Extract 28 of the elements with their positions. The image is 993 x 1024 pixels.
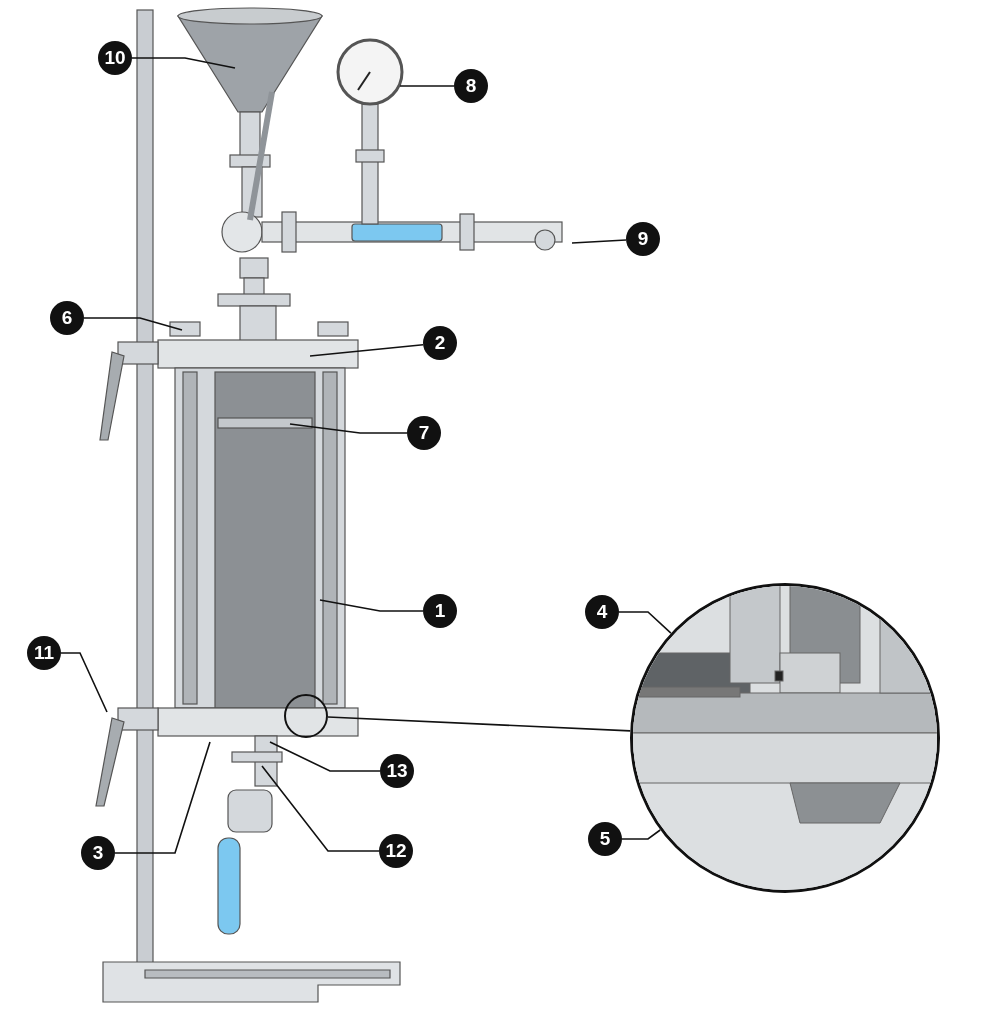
callout-number: 6	[50, 301, 84, 335]
leader-line	[309, 343, 424, 357]
leader-line	[269, 741, 381, 772]
callout-number: 10	[98, 41, 132, 75]
leader-line	[621, 829, 661, 840]
magnifier-circle	[284, 694, 328, 738]
leader-line	[60, 652, 108, 713]
callout-number: 8	[454, 69, 488, 103]
leader-line	[289, 423, 408, 434]
callout-number: 13	[380, 754, 414, 788]
leader-line	[261, 765, 380, 852]
leader-line	[83, 317, 183, 331]
callout-number: 1	[423, 594, 457, 628]
callout-number: 12	[379, 834, 413, 868]
leader-line	[618, 611, 672, 634]
callout-number: 2	[423, 326, 457, 360]
leader-line	[399, 85, 455, 87]
callout-number: 5	[588, 822, 622, 856]
callout-number: 7	[407, 416, 441, 450]
leader-line	[131, 57, 236, 69]
callout-number: 9	[626, 222, 660, 256]
leader-line	[319, 599, 424, 612]
callout-number: 3	[81, 836, 115, 870]
leader-line	[114, 741, 211, 854]
callout-number: 4	[585, 595, 619, 629]
leader-line	[571, 239, 627, 244]
leader-line	[327, 716, 631, 732]
callout-number: 11	[27, 636, 61, 670]
